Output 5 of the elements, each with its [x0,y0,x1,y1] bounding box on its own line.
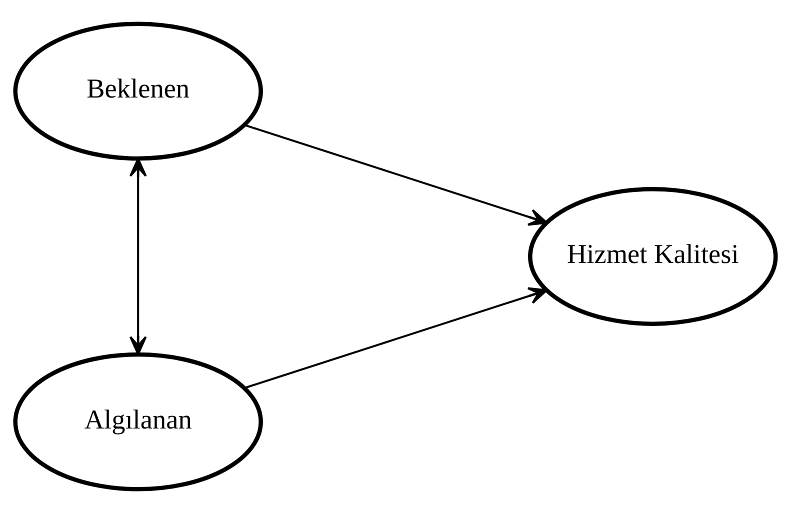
arrow [129,158,147,356]
arrow [244,124,548,226]
node-ellipse: Beklenen [13,22,263,161]
arrow [244,287,548,389]
node-ellipse: Algılanan [13,352,263,492]
